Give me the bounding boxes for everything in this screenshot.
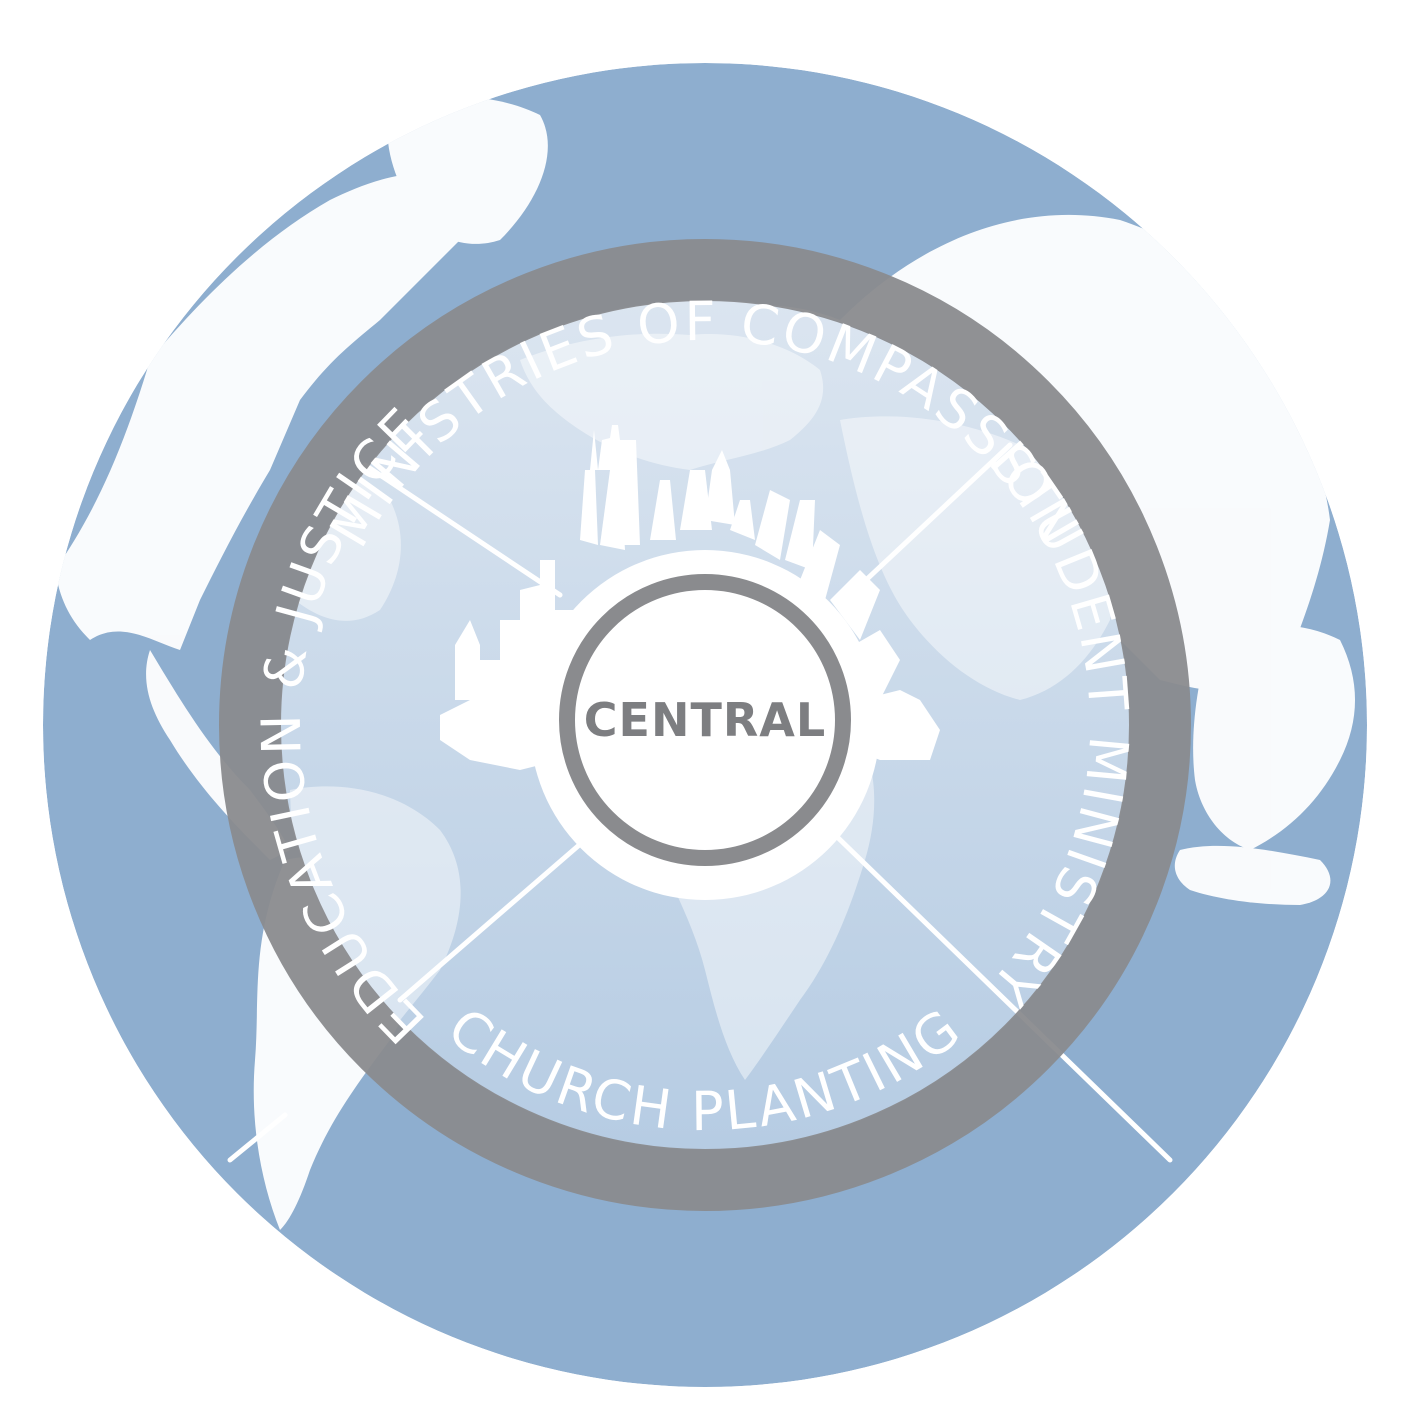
diagram-dividers: [227, 442, 1173, 1163]
divider-top-right: [847, 442, 1013, 598]
divider-top-left: [362, 462, 563, 598]
divider-bottom-left: [397, 837, 588, 1003]
center-node: CENTRAL: [559, 574, 851, 866]
divider-bottom-right: [827, 827, 1173, 1163]
divider-bottom-left-outer: [227, 1112, 288, 1163]
center-label: CENTRAL: [584, 693, 826, 747]
ring: [219, 239, 1191, 1211]
center-circle: [559, 574, 851, 866]
